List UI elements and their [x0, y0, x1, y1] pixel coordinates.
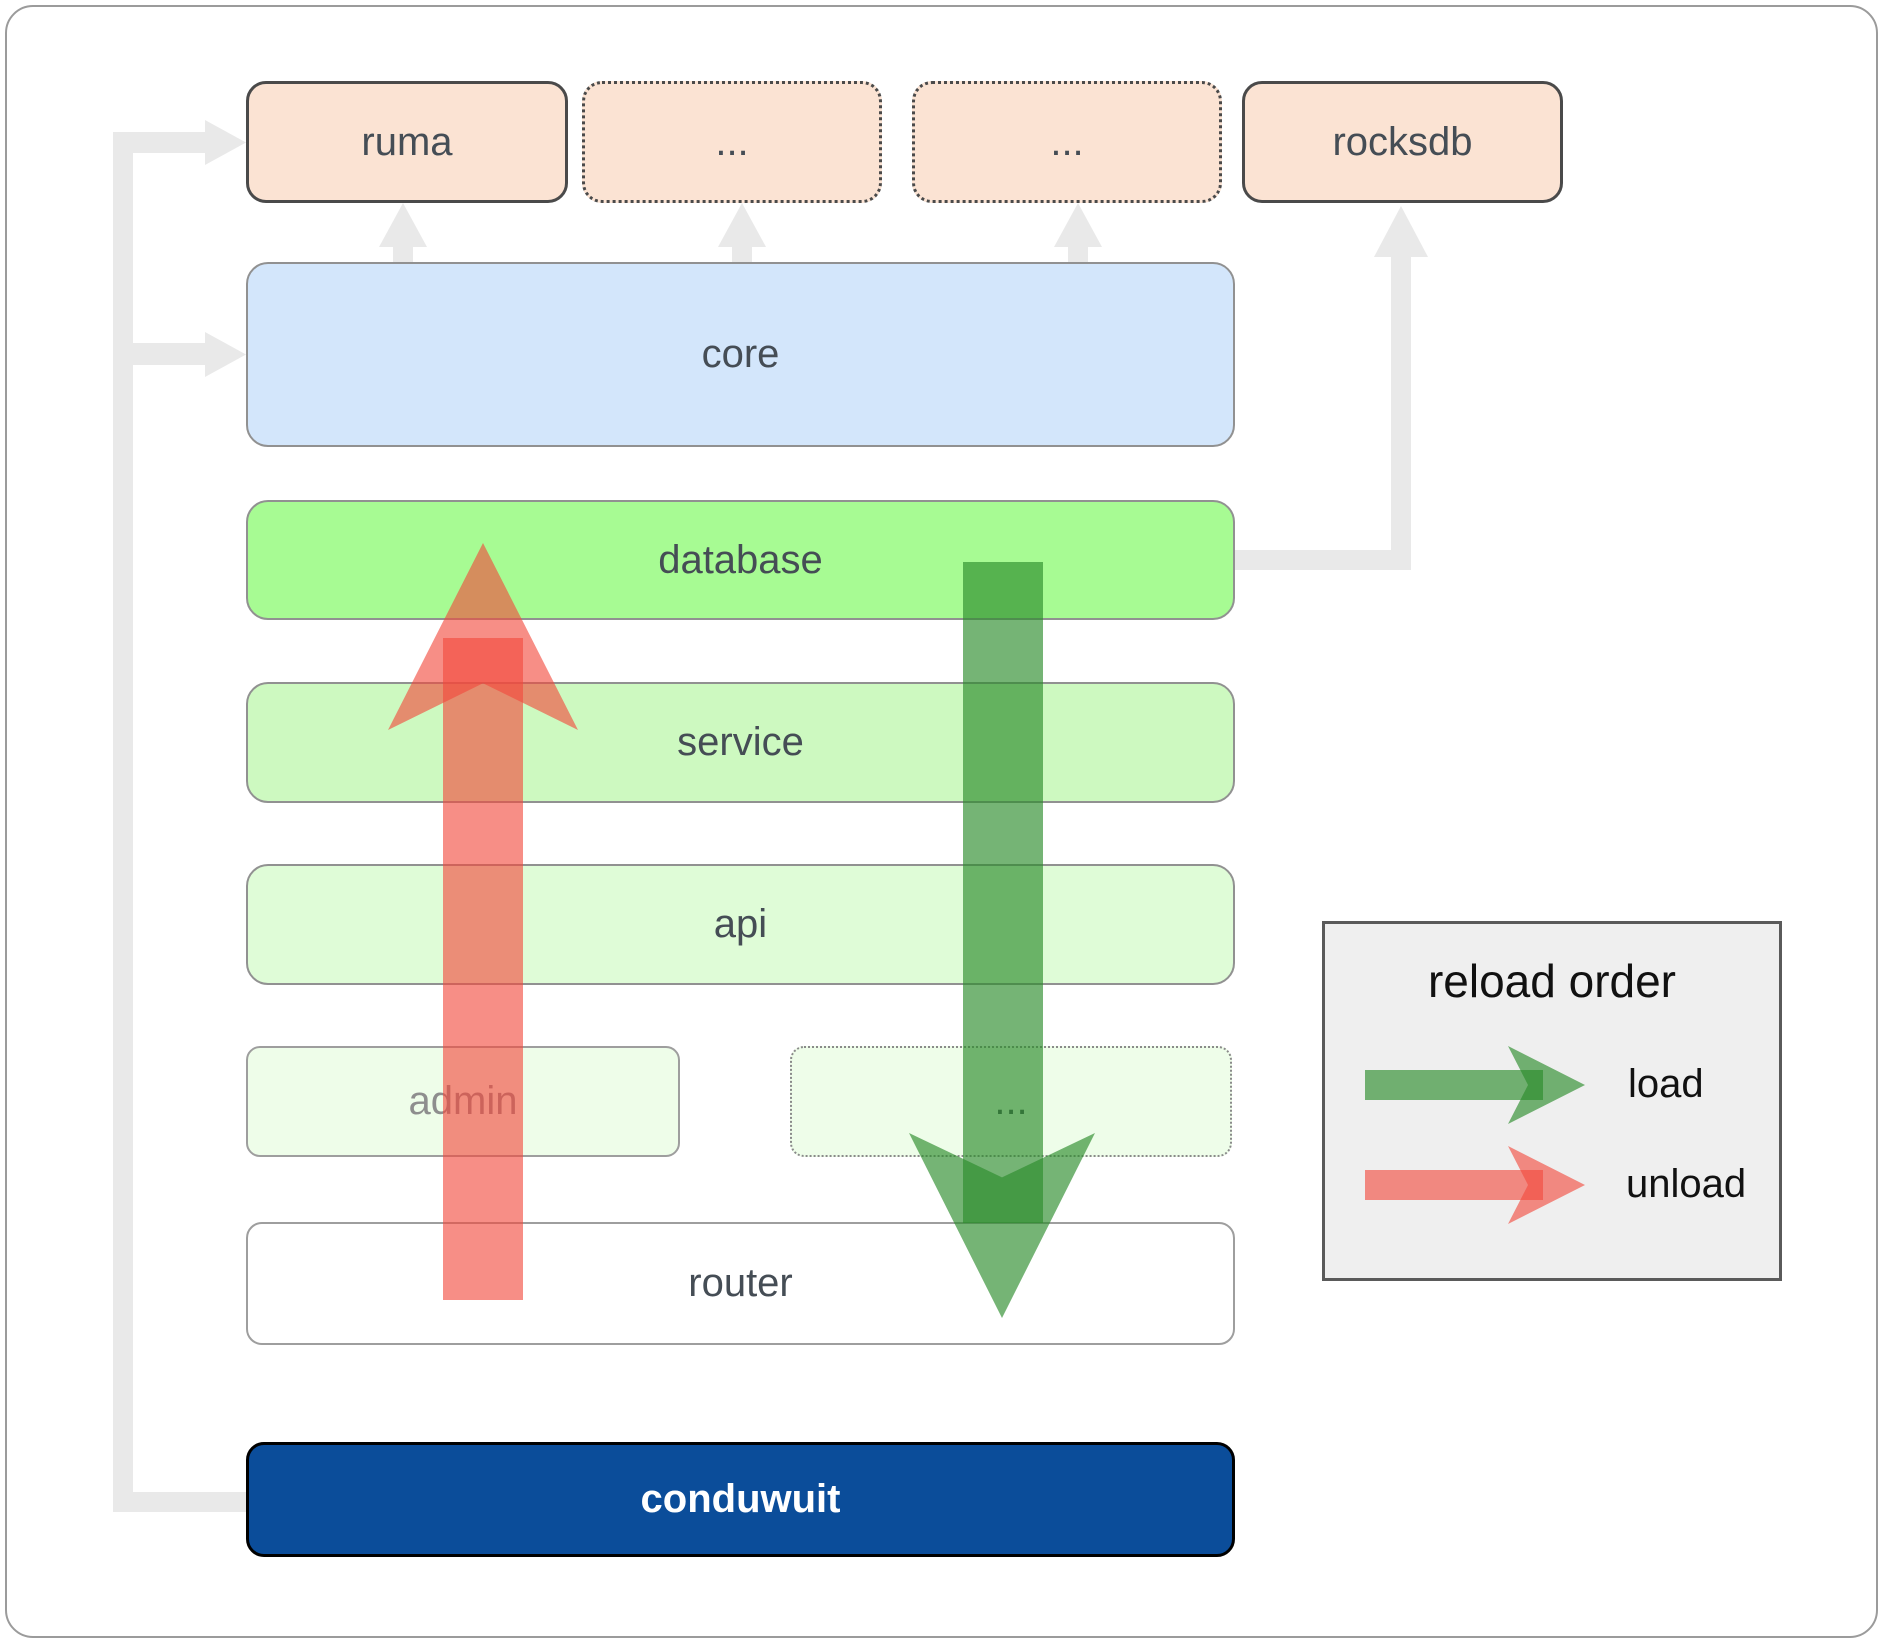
conduwuit-label: conduwuit — [640, 1477, 841, 1521]
crate-placeholder-box-2: ... — [912, 81, 1222, 203]
legend-load-arrow-body — [1365, 1070, 1543, 1100]
service-box: service — [246, 682, 1235, 803]
rocksdb-label: rocksdb — [1332, 119, 1473, 164]
crate-placeholder-2-label: ... — [1050, 119, 1084, 164]
api-label: api — [713, 902, 768, 946]
crate-placeholder-1-label: ... — [715, 119, 749, 164]
router-box: router — [246, 1222, 1235, 1345]
database-label: database — [658, 537, 823, 582]
conduwuit-box: conduwuit — [246, 1442, 1235, 1557]
router-label: router — [688, 1261, 793, 1305]
connector-database-rocksdb-h — [1235, 550, 1411, 570]
unload-arrow-body — [443, 638, 523, 1300]
core-label: core — [701, 332, 780, 376]
legend-title: reload order — [1427, 955, 1677, 1007]
legend-unload-arrow-body — [1365, 1170, 1543, 1200]
legend-unload-label: unload — [1626, 1162, 1747, 1206]
api-box: api — [246, 864, 1235, 985]
connector-core-to-dots1 — [732, 245, 752, 262]
connector-left-trunk — [113, 132, 133, 1512]
database-box: database — [246, 500, 1235, 620]
connector-to-ruma — [113, 132, 205, 153]
service-label: service — [677, 720, 804, 764]
crate-placeholder-box-1: ... — [582, 81, 882, 203]
load-arrow-body — [963, 562, 1043, 1223]
ruma-box: ruma — [246, 81, 568, 203]
rocksdb-box: rocksdb — [1242, 81, 1563, 203]
legend-panel: reload order load unload — [1322, 921, 1782, 1281]
ruma-label: ruma — [361, 119, 453, 164]
diagram-border-frame — [5, 5, 1878, 1638]
core-box: core — [246, 262, 1235, 447]
legend-load-label: load — [1628, 1062, 1704, 1106]
connector-to-core — [113, 343, 205, 365]
connector-database-rocksdb-v — [1391, 257, 1411, 570]
connector-core-to-dots2 — [1068, 245, 1088, 262]
connector-bottom-elbow — [113, 1492, 247, 1512]
connector-core-to-ruma — [393, 245, 413, 262]
